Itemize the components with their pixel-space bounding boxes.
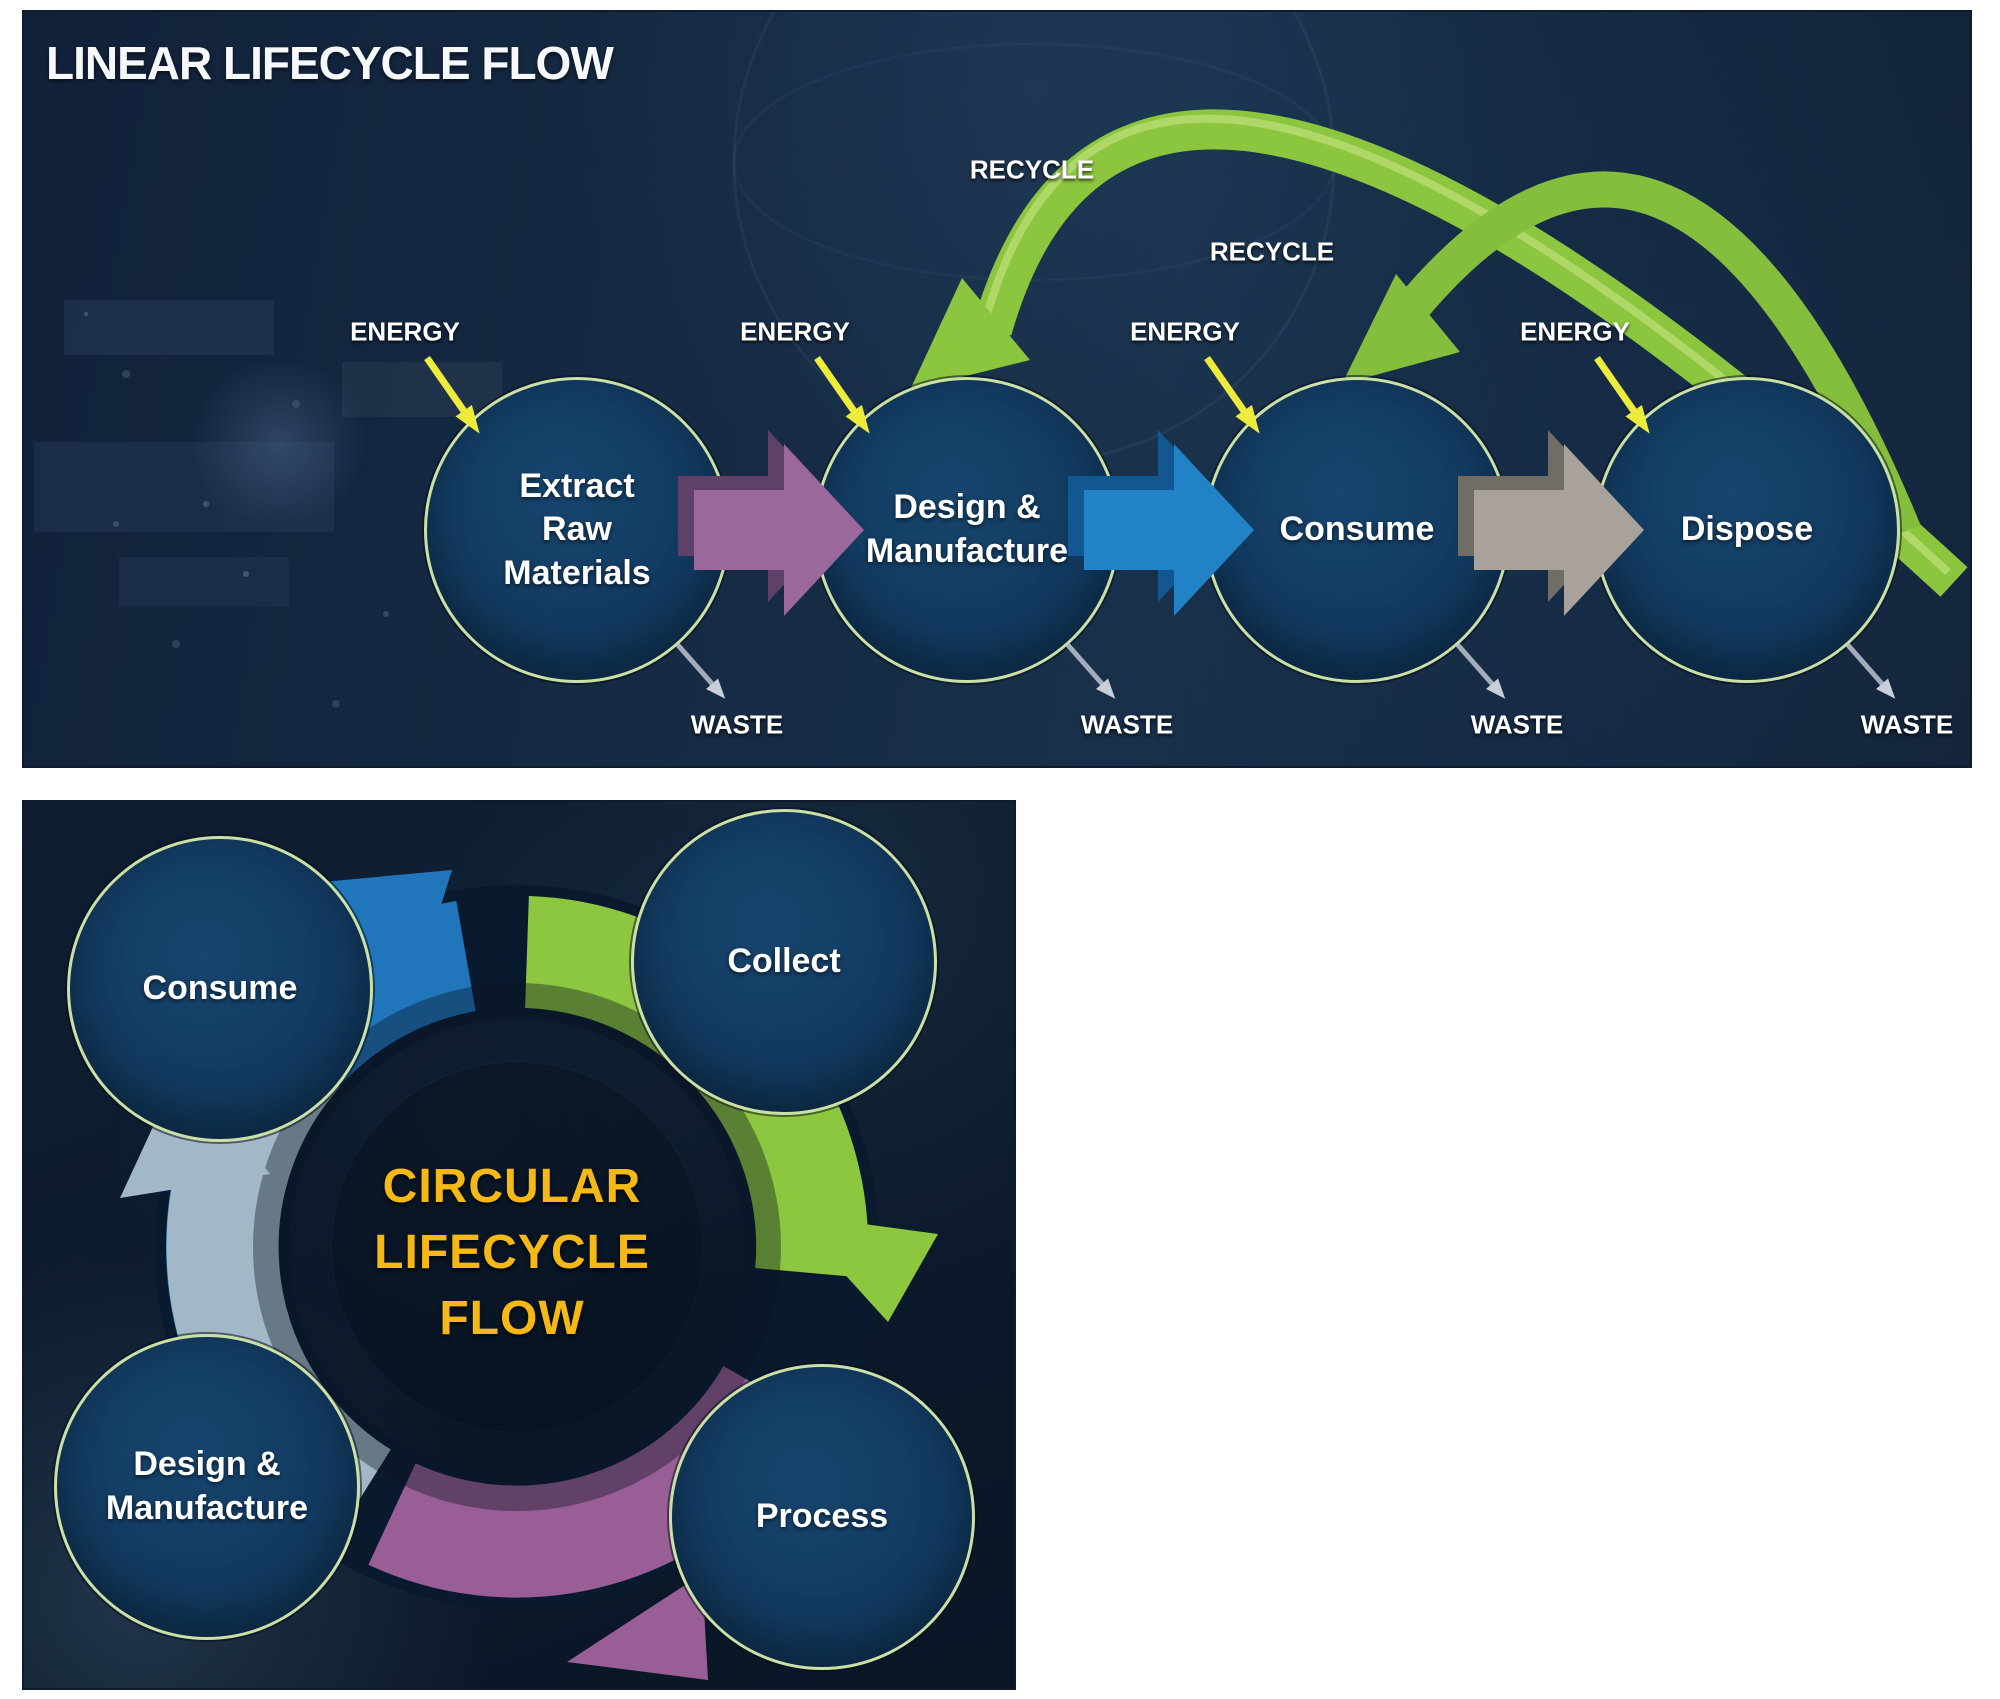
waste-arrow	[1845, 642, 1896, 699]
ring-arrowhead-blue	[322, 870, 452, 1004]
energy-label: ENERGY	[1130, 316, 1240, 347]
circular-flow-panel: Consume Collect Process Design & Manufac…	[22, 800, 1016, 1690]
energy-arrow	[814, 355, 870, 434]
circular-title: CIRCULAR LIFECYCLE FLOW	[302, 1154, 722, 1352]
stage-label: Collect	[727, 942, 841, 981]
stage-label: Process	[755, 1497, 889, 1536]
panel-title: LINEAR LIFECYCLE FLOW	[46, 37, 614, 89]
circular-title-line: FLOW	[439, 1292, 585, 1345]
waste-label: WASTE	[690, 709, 784, 740]
energy-arrow	[424, 355, 480, 434]
flow-arrow-extract-to-design	[678, 430, 864, 616]
stage-circle-collect: Collect	[631, 809, 937, 1115]
stage-circle-design-manufacture: Design & Manufacture	[54, 1334, 360, 1640]
flow-arrow-consume-to-dispose	[1458, 430, 1644, 616]
waste-label: WASTE	[1080, 709, 1174, 740]
stage-circle-process: Process	[669, 1364, 975, 1670]
linear-flow-panel: Extract Raw Materials Design & Manufactu…	[22, 10, 1972, 768]
energy-label: ENERGY	[1520, 316, 1630, 347]
stage-label: Consume	[1279, 510, 1435, 549]
circular-title-line: LIFECYCLE	[374, 1226, 650, 1279]
waste-arrow	[1455, 642, 1506, 699]
ring-arrowhead-green	[790, 1214, 938, 1322]
ring-arrowhead-purple	[567, 1574, 708, 1680]
ring-center-hole	[332, 1062, 702, 1432]
energy-arrow	[1594, 355, 1650, 434]
stage-label: Design & Manufacture	[105, 1445, 309, 1527]
waste-label: WASTE	[1860, 709, 1954, 740]
energy-label: ENERGY	[740, 316, 850, 347]
waste-arrow	[675, 642, 726, 699]
recycle-arrowhead-inner	[1342, 274, 1460, 384]
background-dots	[84, 312, 88, 316]
energy-arrow	[1204, 355, 1260, 434]
recycle-arrowhead-outer	[910, 278, 1030, 390]
stage-circle-design-manufacture: Design & Manufacture	[814, 377, 1120, 683]
stage-label: Dispose	[1680, 510, 1814, 549]
waste-arrow	[1065, 642, 1116, 699]
energy-label: ENERGY	[350, 316, 460, 347]
recycle-arc-inner	[1387, 171, 1921, 539]
recycle-label: RECYCLE	[969, 154, 1095, 185]
recycle-arc-outer-highlight	[982, 114, 1951, 575]
ring-inner-shade	[253, 983, 781, 1511]
circular-title-line: CIRCULAR	[382, 1160, 642, 1213]
recycle-label: RECYCLE	[1209, 236, 1335, 267]
stage-label: Extract Raw Materials	[503, 466, 651, 592]
stage-circle-consume: Consume	[67, 836, 373, 1142]
stage-label: Consume	[142, 969, 298, 1008]
flow-arrow-design-to-consume	[1068, 430, 1254, 616]
waste-label: WASTE	[1470, 709, 1564, 740]
stage-label: Design & Manufacture	[865, 488, 1069, 570]
flow-arrows-layer	[424, 355, 1896, 699]
